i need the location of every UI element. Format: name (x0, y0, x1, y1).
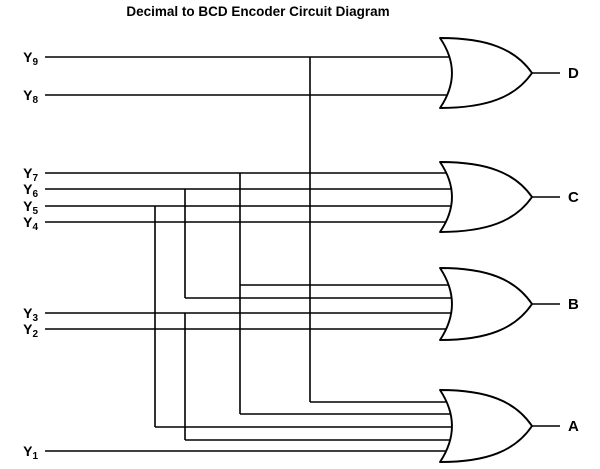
input-label-y9: Y9 (23, 49, 38, 68)
input-label-y6: Y6 (23, 181, 38, 200)
input-label-y5: Y5 (23, 198, 38, 217)
input-label-y3: Y3 (23, 305, 38, 324)
output-label-c: C (568, 189, 579, 206)
input-label-y2: Y2 (23, 321, 38, 340)
output-label-d: D (568, 65, 579, 82)
diagram-title: Decimal to BCD Encoder Circuit Diagram (126, 4, 389, 19)
or-gate-b (439, 267, 533, 341)
input-label-y8: Y8 (23, 87, 38, 106)
gates-layer (439, 37, 560, 463)
output-label-a: A (568, 418, 579, 435)
input-label-y1: Y1 (23, 443, 38, 462)
output-label-b: B (568, 296, 579, 313)
or-gate-c (439, 161, 533, 233)
wires-layer (45, 56, 456, 452)
input-label-y4: Y4 (23, 214, 38, 233)
or-gate-d (439, 37, 533, 109)
input-label-y7: Y7 (23, 165, 38, 184)
or-gate-a (439, 389, 533, 463)
